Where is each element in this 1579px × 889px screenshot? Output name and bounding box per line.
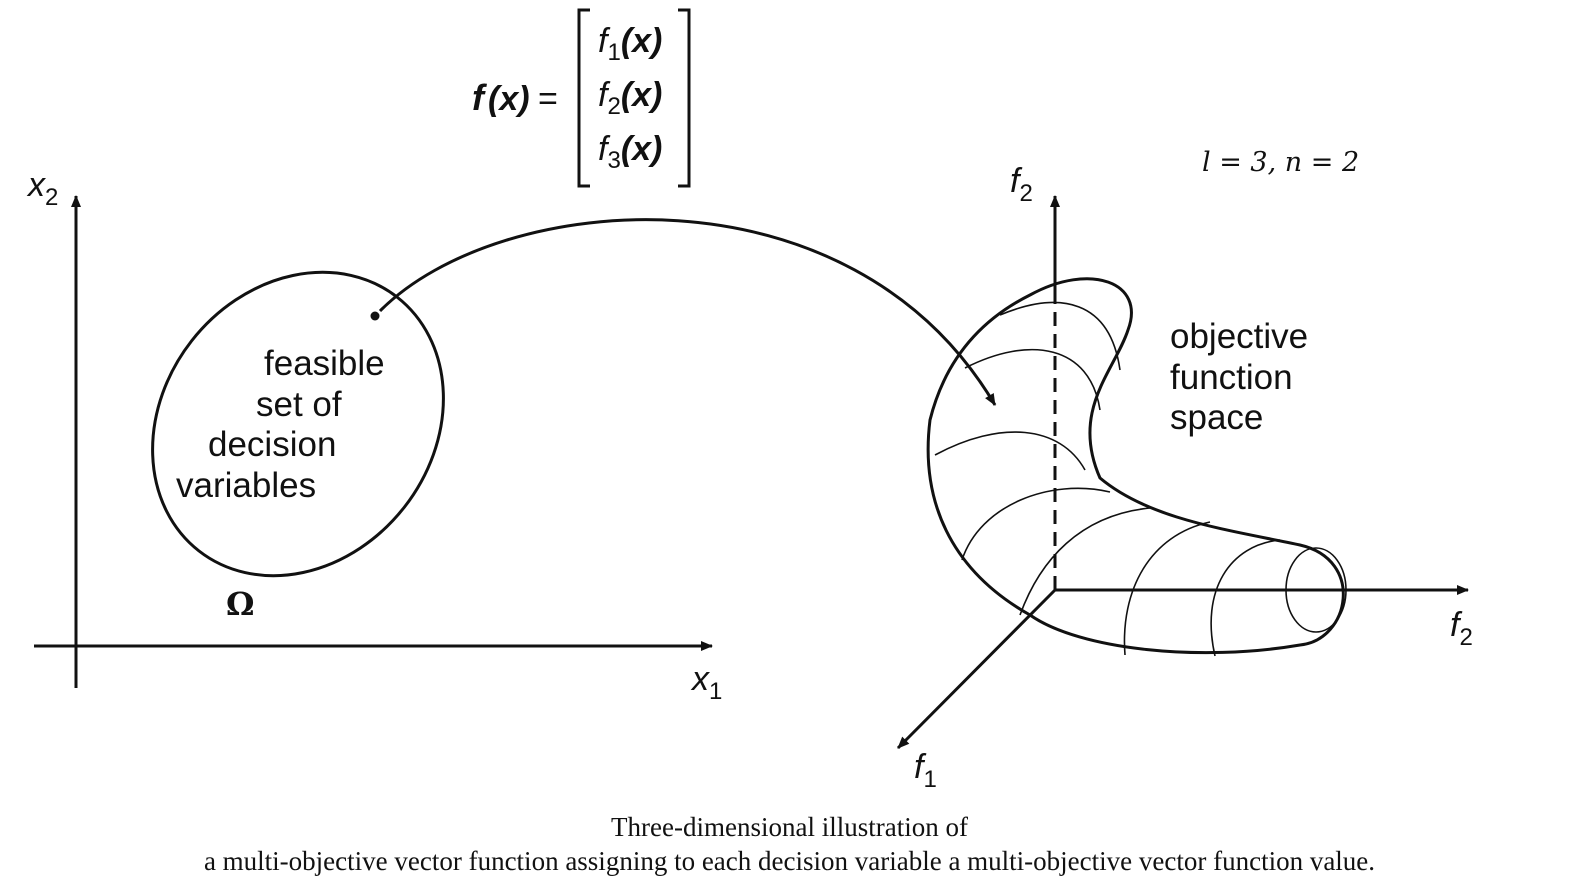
- feasible-label-line-3: decision: [208, 425, 336, 464]
- surface-end-cap: [1285, 547, 1347, 633]
- decision-point: [370, 311, 380, 321]
- x2-axis-label-base: x: [26, 166, 46, 204]
- objective-space: f2 f2 f1 objective function space: [896, 162, 1473, 793]
- feasible-label-line-2: set of: [256, 385, 342, 424]
- matrix-f1-sub: 1: [607, 39, 620, 66]
- f2-vertical-axis-label: f2: [1010, 162, 1033, 207]
- function-definition: f (x) = f1(x) f2(x) f3(x): [472, 8, 691, 188]
- mapping-arrow: [378, 218, 997, 406]
- params-label: l = 3, n = 2: [1202, 147, 1359, 178]
- matrix-f1: f1(x): [598, 22, 662, 66]
- omega-label: Ω: [226, 585, 254, 623]
- matrix-f3: f3(x): [598, 130, 662, 174]
- f2-vertical-axis-label-sub: 2: [1019, 180, 1032, 207]
- matrix-right-bracket: [678, 8, 691, 188]
- caption-line-2: a multi-objective vector function assign…: [203, 846, 1376, 876]
- x1-axis-label-base: x: [690, 660, 710, 698]
- matrix-f2-arg: (x): [621, 76, 663, 114]
- feasible-label-line-1: feasible: [264, 344, 385, 383]
- feasible-label-line-4: variables: [176, 466, 316, 505]
- matrix-f2: f2(x): [598, 76, 662, 120]
- fx-lhs-x: (x): [488, 80, 530, 118]
- feasible-set-region: [151, 270, 445, 578]
- surface-ring-7: [1210, 539, 1281, 657]
- matrix-f2-sub: 2: [607, 93, 620, 120]
- f2-horizontal-axis-label: f2: [1450, 606, 1473, 651]
- x2-axis-label: x2: [26, 166, 58, 211]
- surface-ring-5: [1019, 507, 1151, 616]
- matrix-f1-arg: (x): [621, 22, 663, 60]
- decision-space: x2 x1 feasible set of decision variables…: [26, 166, 722, 705]
- x1-axis-label: x1: [690, 660, 722, 705]
- fx-equals: =: [538, 80, 558, 118]
- fx-lhs-f: f: [472, 77, 487, 118]
- surface-ring-6: [1123, 521, 1211, 656]
- x1-axis-label-sub: 1: [709, 678, 722, 705]
- x2-axis-label-sub: 2: [45, 184, 58, 211]
- f1-axis-label: f1: [914, 748, 937, 793]
- objective-label-line-1: objective: [1170, 317, 1308, 356]
- matrix-f3-arg: (x): [621, 130, 663, 168]
- objective-label-line-2: function: [1170, 358, 1293, 397]
- caption-line-1: Three-dimensional illustration of: [611, 812, 968, 842]
- surface-ring-4: [961, 487, 1111, 561]
- matrix-left-bracket: [577, 8, 590, 188]
- surface-ring-3: [934, 431, 1086, 471]
- f2-horizontal-axis-label-sub: 2: [1459, 624, 1472, 651]
- matrix-f3-sub: 3: [607, 147, 620, 174]
- f1-axis-label-sub: 1: [923, 766, 936, 793]
- surface-ring-2: [964, 348, 1101, 411]
- objective-label-line-3: space: [1170, 398, 1263, 437]
- f1-axis-line: [896, 588, 1057, 750]
- surface-ring-1: [999, 301, 1121, 371]
